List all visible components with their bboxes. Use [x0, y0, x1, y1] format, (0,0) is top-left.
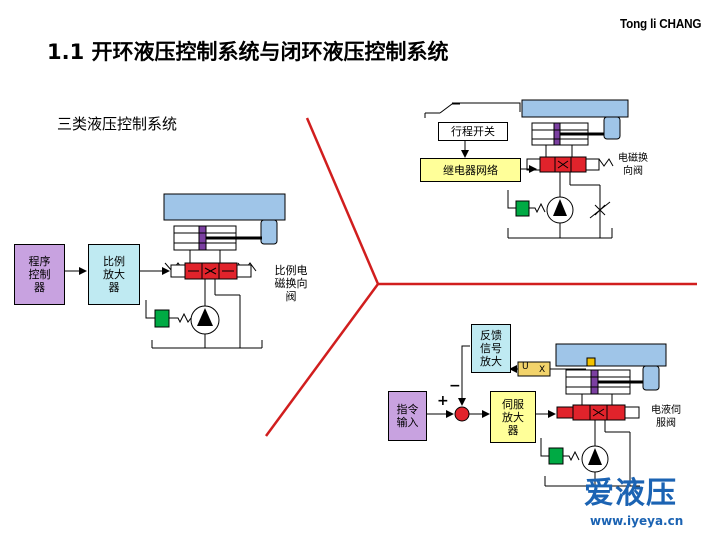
proportional-amplifier-block: 比例 放大 器	[88, 244, 140, 305]
top-right-hydraulic-system	[424, 99, 629, 239]
arrow-feedback-to-sum	[458, 345, 470, 406]
servo-amplifier-block: 伺服 放大 器	[490, 391, 536, 443]
bottom-right-hydraulic-system	[454, 343, 667, 487]
program-controller-block: 程序 控制 器	[14, 244, 65, 305]
solenoid-valve-label: 电磁换 向阀	[618, 153, 648, 177]
watermark-logo: 爱液压	[584, 476, 677, 511]
logo: Tong li CHANG	[620, 16, 702, 31]
relay-network-block: 继电器网络	[420, 158, 521, 182]
minus-sign: −	[449, 378, 461, 394]
left-hydraulic-system	[145, 193, 286, 349]
watermark-url: www.iyeya.cn	[590, 514, 684, 528]
divider-lines	[264, 117, 697, 437]
plus-sign: +	[437, 393, 449, 409]
transducer-x-label: X	[539, 365, 546, 375]
command-input-block: 指令 输入	[388, 391, 427, 441]
servo-valve-label: 电液伺 服阀	[651, 405, 681, 429]
page-title: 1.1 开环液压控制系统与闭环液压控制系统	[47, 40, 449, 64]
transducer-u-label: U	[522, 362, 529, 372]
proportional-valve-label: 比例电 磁换向 阀	[274, 264, 308, 303]
feedback-amplifier-block: 反馈 信号 放大	[471, 324, 511, 373]
diagram-subtitle: 三类液压控制系统	[57, 115, 178, 133]
limit-switch-block: 行程开关	[438, 122, 508, 141]
